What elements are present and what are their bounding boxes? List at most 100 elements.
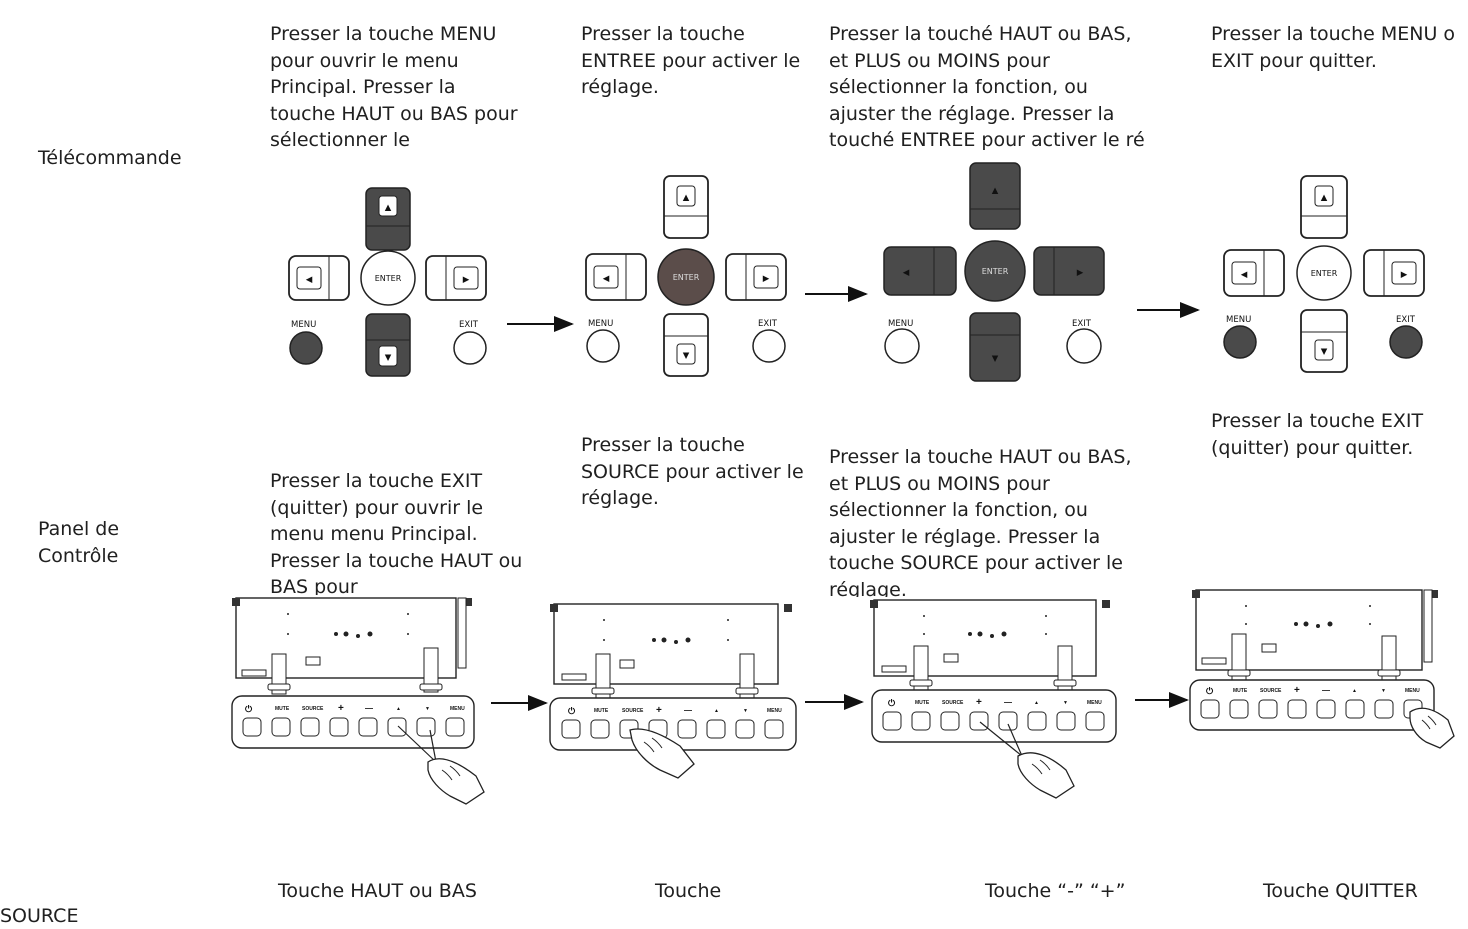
down-arrow-icon: ▼ <box>385 353 392 363</box>
right-arrow-icon: ▶ <box>763 274 770 284</box>
mute-button[interactable] <box>1229 699 1249 719</box>
svg-text:MUTE: MUTE <box>915 700 930 706</box>
footer-label-3: Touche “-” “+” <box>985 880 1126 902</box>
remote-step-4-text: Presser la touche MENU o EXIT pour quitt… <box>1211 23 1456 72</box>
down-arrow-icon: ▼ <box>1321 347 1328 357</box>
exit-button[interactable] <box>1389 325 1423 359</box>
control-panel-3: ⏻ MUTE SOURCE + — ▲ ▼ MENU <box>870 599 1117 799</box>
menu-label: MENU <box>888 319 913 329</box>
row-label-remote: Télécommande <box>38 147 182 169</box>
menu-label: MENU <box>1226 315 1251 325</box>
plus-button[interactable] <box>329 717 349 737</box>
down-button[interactable] <box>735 719 755 739</box>
control-panel-4: ⏻ MUTE SOURCE + — ▲ ▼ MENU <box>1189 589 1455 749</box>
monitor-back <box>232 597 472 695</box>
left-button[interactable]: ◀ <box>883 246 957 296</box>
row-label-panel-2: Contrôle <box>38 545 119 567</box>
power-button[interactable] <box>1200 699 1220 719</box>
right-button[interactable]: ▶ <box>725 253 787 301</box>
left-button[interactable]: ◀ <box>288 255 350 301</box>
button-strip: ⏻ MUTE SOURCE + — ▲ ▼ MENU <box>1189 679 1435 731</box>
exit-button[interactable] <box>752 329 786 363</box>
up-arrow-icon: ▲ <box>1321 193 1328 203</box>
down-button[interactable] <box>416 717 436 737</box>
svg-text:MUTE: MUTE <box>275 706 290 712</box>
power-button[interactable] <box>561 719 581 739</box>
svg-text:▼: ▼ <box>425 706 430 712</box>
up-button[interactable]: ▲ <box>663 175 709 239</box>
down-button[interactable]: ▼ <box>969 312 1021 382</box>
svg-text:▼: ▼ <box>1381 688 1386 694</box>
menu-button[interactable] <box>1223 325 1257 359</box>
mute-button[interactable] <box>911 711 931 731</box>
remote-4: ▲ ◀ ENTER ▶ ▼ MENU EXIT <box>1223 175 1425 373</box>
panel-step-2-text: Presser la touche SOURCE pour activer le… <box>581 434 804 509</box>
menu-button[interactable] <box>445 717 465 737</box>
enter-button[interactable]: ENTER <box>657 248 715 306</box>
hand-pointer-icon <box>629 728 695 779</box>
monitor-back <box>1192 589 1438 681</box>
mute-button[interactable] <box>271 717 291 737</box>
down-button[interactable]: ▼ <box>365 313 411 377</box>
exit-button[interactable] <box>453 331 487 365</box>
up-button[interactable]: ▲ <box>1300 175 1348 239</box>
right-button[interactable]: ▶ <box>425 255 487 301</box>
button-strip: ⏻ MUTE SOURCE + — ▲ ▼ MENU <box>871 689 1117 743</box>
down-button[interactable]: ▼ <box>663 313 709 377</box>
minus-button[interactable] <box>1316 699 1336 719</box>
monitor-back <box>870 599 1110 691</box>
menu-button[interactable] <box>764 719 784 739</box>
svg-text:+: + <box>656 705 662 716</box>
svg-text:—: — <box>1004 698 1012 707</box>
plus-button[interactable] <box>1287 699 1307 719</box>
up-arrow-icon: ▲ <box>683 193 690 203</box>
right-button[interactable]: ▶ <box>1033 246 1105 296</box>
minus-button[interactable] <box>677 719 697 739</box>
plus-button[interactable] <box>969 711 989 731</box>
exit-label: EXIT <box>1072 319 1092 329</box>
svg-text:MENU: MENU <box>767 708 782 714</box>
enter-button[interactable]: ENTER <box>964 240 1026 302</box>
source-button[interactable] <box>1258 699 1278 719</box>
up-button[interactable] <box>1345 699 1365 719</box>
down-button[interactable]: ▼ <box>1300 309 1348 373</box>
svg-text:+: + <box>1294 685 1300 696</box>
svg-text:+: + <box>338 703 344 714</box>
svg-text:MENU: MENU <box>1405 688 1420 694</box>
menu-button[interactable] <box>1085 711 1105 731</box>
svg-text:SOURCE: SOURCE <box>1260 688 1282 694</box>
footer-label-4: Touche QUITTER <box>1263 880 1418 902</box>
up-button[interactable] <box>387 717 407 737</box>
power-button[interactable] <box>242 717 262 737</box>
up-button[interactable] <box>706 719 726 739</box>
minus-button[interactable] <box>998 711 1018 731</box>
enter-button[interactable]: ENTER <box>360 250 416 306</box>
enter-button[interactable]: ENTER <box>1296 245 1352 301</box>
exit-label: EXIT <box>459 320 479 330</box>
right-button[interactable]: ▶ <box>1363 249 1425 297</box>
up-button[interactable] <box>1027 711 1047 731</box>
hand-pointer-icon <box>1409 707 1455 749</box>
menu-button[interactable] <box>586 329 620 363</box>
down-button[interactable] <box>1056 711 1076 731</box>
mute-button[interactable] <box>590 719 610 739</box>
up-button[interactable]: ▲ <box>969 162 1021 230</box>
down-button[interactable] <box>1374 699 1394 719</box>
hand-pointer-icon <box>397 725 485 805</box>
control-panel-2: ⏻ MUTE SOURCE + — ▲ ▼ MENU <box>549 603 797 779</box>
panel-step-1-text: Presser la touche EXIT (quitter) pour ou… <box>270 470 523 595</box>
left-button[interactable]: ◀ <box>1223 249 1285 297</box>
svg-text:+: + <box>976 697 982 708</box>
menu-button[interactable] <box>289 331 323 365</box>
up-button[interactable]: ▲ <box>365 187 411 251</box>
source-button[interactable] <box>300 717 320 737</box>
menu-button[interactable] <box>884 328 920 364</box>
power-button[interactable] <box>882 711 902 731</box>
up-arrow-icon: ▲ <box>992 186 999 196</box>
source-button[interactable] <box>940 711 960 731</box>
exit-button[interactable] <box>1066 328 1102 364</box>
left-button[interactable]: ◀ <box>585 253 647 301</box>
svg-text:▲: ▲ <box>714 708 719 714</box>
minus-button[interactable] <box>358 717 378 737</box>
